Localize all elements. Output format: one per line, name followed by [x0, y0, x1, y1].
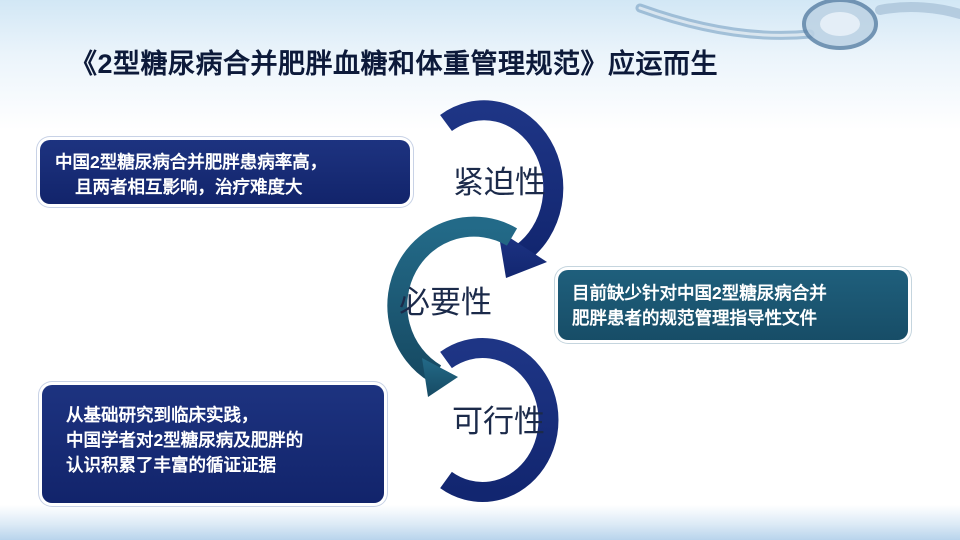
arrowhead-icon [422, 358, 458, 397]
bottom-band [0, 505, 960, 540]
note-line: 肥胖患者的规范管理指导性文件 [572, 308, 817, 328]
page-title: 《2型糖尿病合并肥胖血糖和体重管理规范》应运而生 [70, 49, 719, 79]
stage-necessity: 必要性 [399, 285, 492, 320]
note-line: 中国学者对2型糖尿病及肥胖的 [66, 430, 304, 450]
curved-arrow-icon [387, 216, 518, 383]
stage-feasibility: 可行性 [452, 404, 545, 439]
arrowhead-icon [498, 230, 547, 278]
stethoscope-icon [635, 0, 960, 50]
note-line: 认识积累了丰富的循证证据 [66, 455, 276, 475]
note-feasibility: 从基础研究到临床实践， 中国学者对2型糖尿病及肥胖的 认识积累了丰富的循证证据 [42, 385, 384, 503]
curved-arrow-icon [440, 338, 559, 502]
note-urgency: 中国2型糖尿病合并肥胖患病率高， 且两者相互影响，治疗难度大 [40, 140, 410, 204]
curved-arrow-icon [440, 100, 564, 262]
note-line: 中国2型糖尿病合并肥胖患病率高， [55, 152, 328, 172]
note-necessity: 目前缺少针对中国2型糖尿病合并 肥胖患者的规范管理指导性文件 [558, 270, 908, 340]
note-line: 从基础研究到临床实践， [66, 405, 259, 425]
note-line: 目前缺少针对中国2型糖尿病合并 [572, 283, 827, 303]
stage-urgency: 紧迫性 [453, 165, 546, 200]
note-line: 且两者相互影响，治疗难度大 [75, 177, 303, 197]
